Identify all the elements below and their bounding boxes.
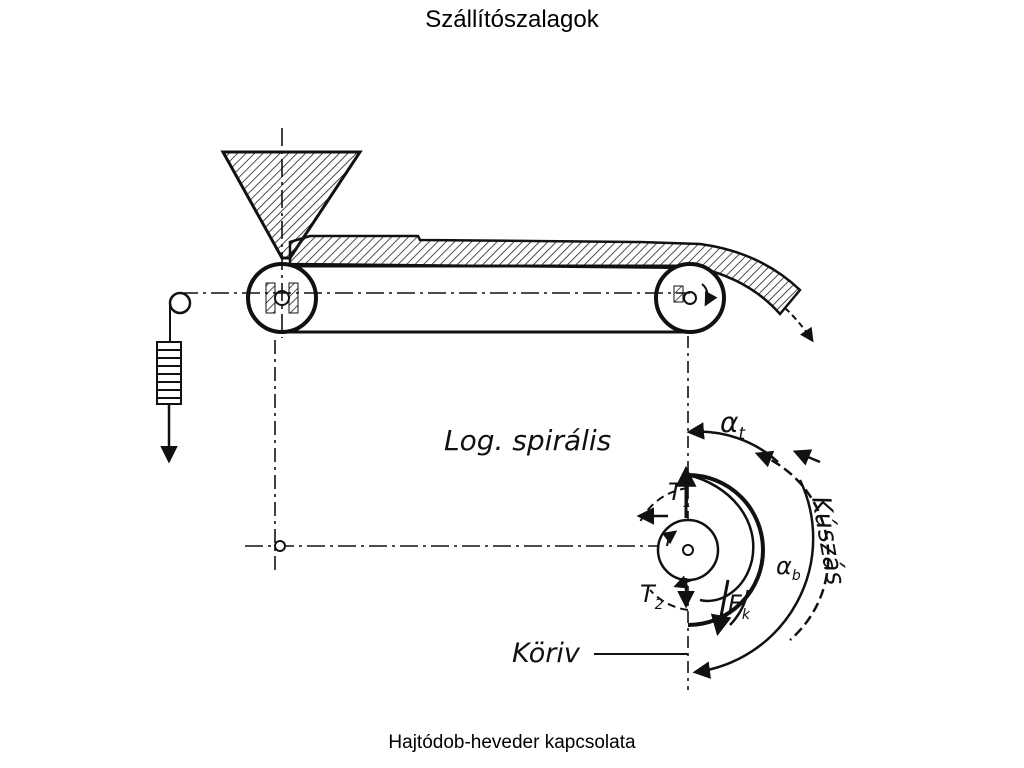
drive-drum <box>654 262 726 334</box>
counterweight <box>156 291 192 464</box>
centerlines <box>180 128 690 690</box>
label-t1: T1 <box>668 478 692 511</box>
label-fk: Fk <box>728 590 751 623</box>
label-arc: Köriv <box>512 638 581 669</box>
discharge-arrow <box>784 307 814 343</box>
label-t2: T2 <box>640 580 664 613</box>
slide-title: Szállítószalagok <box>425 6 599 33</box>
label-alpha-b: αb <box>776 552 801 584</box>
angle-arcs <box>686 422 830 679</box>
material-layer <box>288 234 802 316</box>
force-diagram <box>636 465 765 637</box>
label-creep: Kúszás <box>805 494 850 587</box>
label-log-spiral: Log. spirális <box>444 424 611 457</box>
centerline-node <box>274 540 286 552</box>
label-alpha-t: αt <box>720 406 746 444</box>
slide-caption: Hajtódob-heveder kapcsolata <box>388 732 636 753</box>
